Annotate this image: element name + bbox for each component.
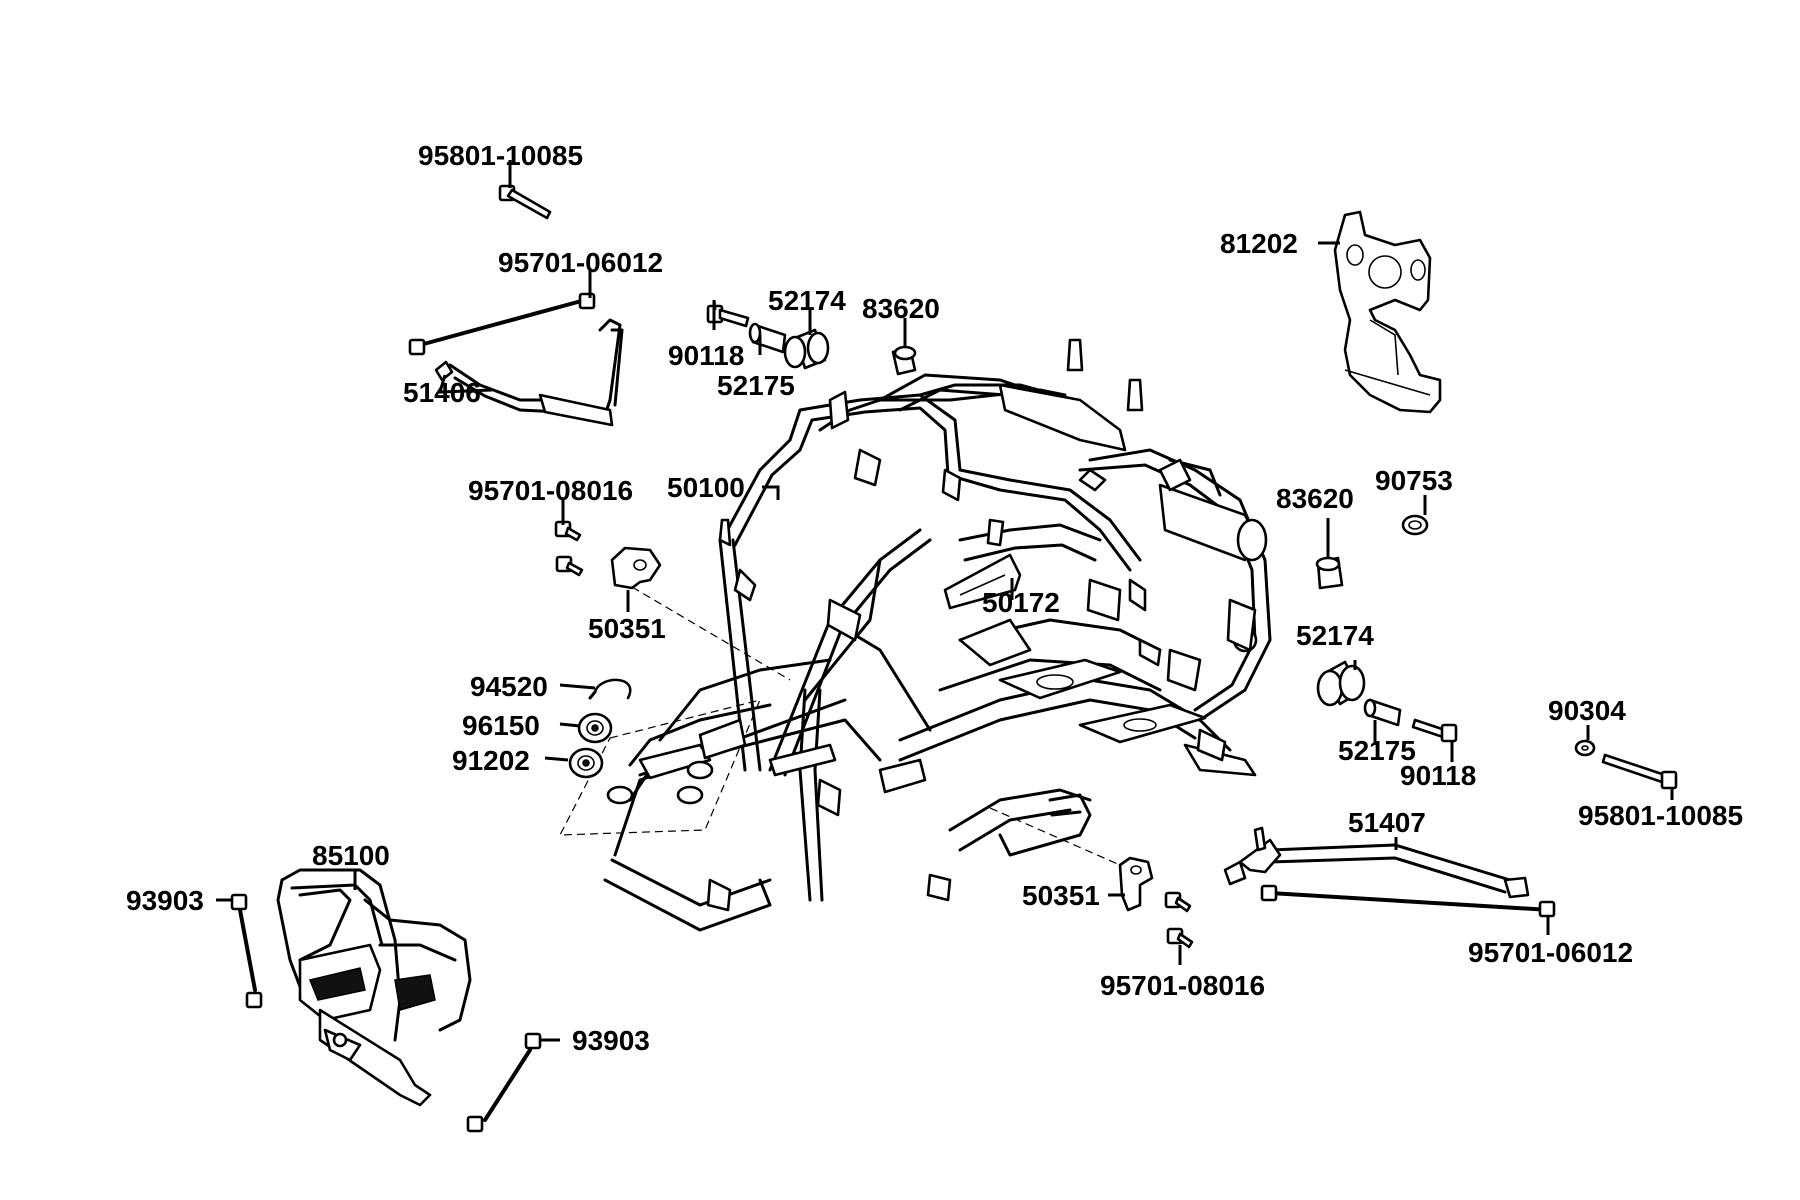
label-50100: 50100 xyxy=(667,472,745,503)
label-91202: 91202 xyxy=(452,745,530,776)
bumper-85100-icon xyxy=(276,868,472,1107)
label-95701-08016-bottom: 95701-08016 xyxy=(1100,970,1265,1001)
leader-lines xyxy=(216,160,1674,1042)
bracket-51406-icon xyxy=(434,318,624,427)
bolts-95701-08016-bottom-icon xyxy=(1164,891,1194,949)
label-52174-top: 52174 xyxy=(768,285,846,316)
label-52174-right: 52174 xyxy=(1296,620,1374,651)
main-frame-illustration xyxy=(558,338,1272,932)
label-90118-right: 90118 xyxy=(1400,760,1476,791)
bushing-52175-right-icon xyxy=(1363,698,1402,727)
label-95801-10085-top: 95801-10085 xyxy=(418,140,583,171)
label-81202: 81202 xyxy=(1220,228,1298,259)
bearing-91202-icon xyxy=(568,747,604,779)
bracket-50351-left-icon xyxy=(610,546,662,590)
washer-90304-icon xyxy=(1574,739,1596,757)
bolt-95801-10085-top-icon xyxy=(498,184,552,220)
label-52175-right: 52175 xyxy=(1338,735,1416,766)
label-93903-left: 93903 xyxy=(126,885,204,916)
label-83620-top: 83620 xyxy=(862,293,940,324)
bolts-93903-bottom-icon xyxy=(466,1032,542,1133)
bracket-50172-icon xyxy=(943,518,1022,610)
label-52175-top: 52175 xyxy=(717,370,795,401)
bushing-83620-top-icon xyxy=(891,345,917,376)
part-labels: 95801-10085 95701-06012 51406 90118 5217… xyxy=(126,140,1743,1056)
plate-81202-icon xyxy=(1333,210,1442,414)
label-85100: 85100 xyxy=(312,840,390,871)
label-51407: 51407 xyxy=(1348,807,1426,838)
bushing-52174-right-icon xyxy=(1316,660,1366,707)
bushing-52175-top-icon xyxy=(748,322,787,354)
label-95701-06012-left: 95701-06012 xyxy=(498,247,663,278)
label-93903-bottom: 93903 xyxy=(572,1025,650,1056)
washer-90753-icon xyxy=(1401,514,1429,536)
label-90753: 90753 xyxy=(1375,465,1453,496)
label-95801-10085-right: 95801-10085 xyxy=(1578,800,1743,831)
rod-51407-icon xyxy=(1223,826,1530,899)
bolt-95801-10085-right-icon xyxy=(1601,753,1678,790)
label-95701-06012-right: 95701-06012 xyxy=(1468,937,1633,968)
label-96150: 96150 xyxy=(462,710,540,741)
label-50172: 50172 xyxy=(982,587,1060,618)
label-50351-right: 50351 xyxy=(1022,880,1100,911)
circlip-94520-icon xyxy=(588,678,632,700)
bearing-96150-icon xyxy=(577,712,613,744)
bushing-52174-top-icon xyxy=(783,328,830,370)
label-90304: 90304 xyxy=(1548,695,1626,726)
bolt-90118-right-icon xyxy=(1411,718,1458,743)
bushing-83620-right-icon xyxy=(1315,556,1344,590)
label-90118-top: 90118 xyxy=(668,340,744,371)
label-94520: 94520 xyxy=(470,671,548,702)
bolts-95701-08016-left-icon xyxy=(554,520,584,577)
label-50351-left: 50351 xyxy=(588,613,666,644)
label-95701-08016-left: 95701-08016 xyxy=(468,475,633,506)
label-51406: 51406 xyxy=(403,377,481,408)
bolts-93903-left-icon xyxy=(230,893,263,1009)
label-83620-right: 83620 xyxy=(1276,483,1354,514)
rod-95701-06012-left-icon xyxy=(408,292,596,356)
bracket-50351-right-icon xyxy=(1118,856,1154,912)
